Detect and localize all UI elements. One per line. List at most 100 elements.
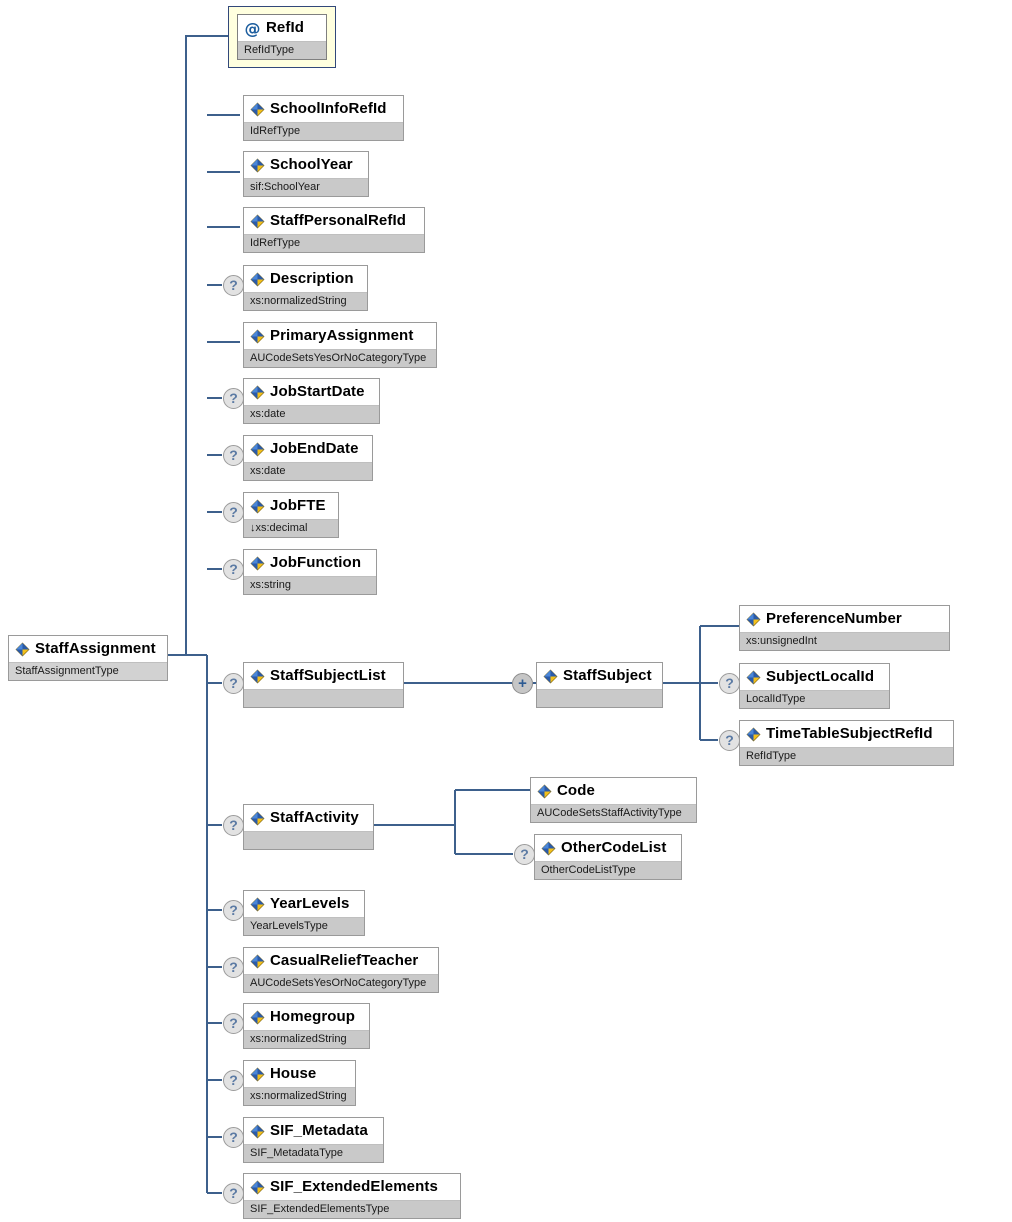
optional-marker-othercodelist[interactable]: ? bbox=[514, 844, 535, 865]
node-sif-extendedelements[interactable]: SIF_ExtendedElements SIF_ExtendedElement… bbox=[243, 1173, 461, 1219]
node-type bbox=[244, 831, 373, 849]
node-type: ↓xs:decimal bbox=[244, 519, 338, 537]
node-label: OtherCodeList bbox=[561, 839, 667, 856]
node-name-row: JobStartDate bbox=[244, 379, 379, 405]
optional-marker-jobfunction[interactable]: ? bbox=[223, 559, 244, 580]
element-icon bbox=[541, 841, 556, 856]
element-icon bbox=[15, 642, 30, 657]
optional-marker-description[interactable]: ? bbox=[223, 275, 244, 296]
node-type: xs:normalizedString bbox=[244, 292, 367, 310]
node-label: PreferenceNumber bbox=[766, 610, 902, 627]
node-label: Code bbox=[557, 782, 595, 799]
optional-marker-homegroup[interactable]: ? bbox=[223, 1013, 244, 1034]
element-icon bbox=[537, 784, 552, 799]
node-type: RefIdType bbox=[740, 747, 953, 765]
node-jobenddate[interactable]: JobEndDate xs:date bbox=[243, 435, 373, 481]
node-type: RefIdType bbox=[238, 41, 326, 59]
optional-marker-subjectlocalid[interactable]: ? bbox=[719, 673, 740, 694]
optional-marker-jobenddate[interactable]: ? bbox=[223, 445, 244, 466]
attribute-icon: @ bbox=[244, 18, 261, 38]
expander-staffsubject[interactable]: + bbox=[512, 673, 533, 694]
node-type: xs:normalizedString bbox=[244, 1087, 355, 1105]
node-name-row: Code bbox=[531, 778, 696, 804]
node-label: SchoolYear bbox=[270, 156, 353, 173]
optional-marker-house[interactable]: ? bbox=[223, 1070, 244, 1091]
node-casualreliefteacher[interactable]: CasualReliefTeacher AUCodeSetsYesOrNoCat… bbox=[243, 947, 439, 993]
node-jobstartdate[interactable]: JobStartDate xs:date bbox=[243, 378, 380, 424]
node-staffsubjectlist[interactable]: StaffSubjectList bbox=[243, 662, 404, 708]
node-subjectlocalid[interactable]: SubjectLocalId LocalIdType bbox=[739, 663, 890, 709]
node-schoolinforefid[interactable]: SchoolInfoRefId IdRefType bbox=[243, 95, 404, 141]
node-type: IdRefType bbox=[244, 234, 424, 252]
node-type: OtherCodeListType bbox=[535, 861, 681, 879]
node-type: SIF_ExtendedElementsType bbox=[244, 1200, 460, 1218]
node-label: YearLevels bbox=[270, 895, 350, 912]
optional-marker-timetablesubjectrefid[interactable]: ? bbox=[719, 730, 740, 751]
node-sif-metadata[interactable]: SIF_Metadata SIF_MetadataType bbox=[243, 1117, 384, 1163]
node-type: xs:date bbox=[244, 462, 372, 480]
node-name-row: House bbox=[244, 1061, 355, 1087]
element-icon bbox=[250, 385, 265, 400]
node-type: AUCodeSetsYesOrNoCategoryType bbox=[244, 349, 436, 367]
node-name-row: JobFTE bbox=[244, 493, 338, 519]
node-type: AUCodeSetsYesOrNoCategoryType bbox=[244, 974, 438, 992]
node-name-row: JobFunction bbox=[244, 550, 376, 576]
node-house[interactable]: House xs:normalizedString bbox=[243, 1060, 356, 1106]
node-label: Description bbox=[270, 270, 354, 287]
node-staffactivity[interactable]: StaffActivity bbox=[243, 804, 374, 850]
node-name-row: OtherCodeList bbox=[535, 835, 681, 861]
node-label: StaffAssignment bbox=[35, 640, 156, 657]
element-icon bbox=[250, 329, 265, 344]
optional-marker-jobfte[interactable]: ? bbox=[223, 502, 244, 523]
node-label: Homegroup bbox=[270, 1008, 356, 1025]
node-yearlevels[interactable]: YearLevels YearLevelsType bbox=[243, 890, 365, 936]
node-primaryassignment[interactable]: PrimaryAssignment AUCodeSetsYesOrNoCateg… bbox=[243, 322, 437, 368]
optional-marker-casualreliefteacher[interactable]: ? bbox=[223, 957, 244, 978]
node-type: LocalIdType bbox=[740, 690, 889, 708]
optional-marker-staffactivity[interactable]: ? bbox=[223, 815, 244, 836]
node-code[interactable]: Code AUCodeSetsStaffActivityType bbox=[530, 777, 697, 823]
node-name-row: PrimaryAssignment bbox=[244, 323, 436, 349]
node-name-row: SIF_Metadata bbox=[244, 1118, 383, 1144]
node-staffpersonalrefid[interactable]: StaffPersonalRefId IdRefType bbox=[243, 207, 425, 253]
node-type: SIF_MetadataType bbox=[244, 1144, 383, 1162]
node-name-row: Description bbox=[244, 266, 367, 292]
optional-marker-staffsubjectlist[interactable]: ? bbox=[223, 673, 244, 694]
node-schoolyear[interactable]: SchoolYear sif:SchoolYear bbox=[243, 151, 369, 197]
node-type: YearLevelsType bbox=[244, 917, 364, 935]
node-staff-assignment[interactable]: StaffAssignment StaffAssignmentType bbox=[8, 635, 168, 681]
node-type bbox=[244, 689, 403, 707]
optional-marker-sif-extendedelements[interactable]: ? bbox=[223, 1183, 244, 1204]
element-icon bbox=[250, 811, 265, 826]
node-timetablesubjectrefid[interactable]: TimeTableSubjectRefId RefIdType bbox=[739, 720, 954, 766]
node-label: SIF_Metadata bbox=[270, 1122, 368, 1139]
node-label: JobFTE bbox=[270, 497, 326, 514]
optional-marker-jobstartdate[interactable]: ? bbox=[223, 388, 244, 409]
node-staffsubject[interactable]: StaffSubject bbox=[536, 662, 663, 708]
element-icon bbox=[250, 499, 265, 514]
node-type: xs:normalizedString bbox=[244, 1030, 369, 1048]
node-name-row: StaffAssignment bbox=[9, 636, 167, 662]
node-type: xs:unsignedInt bbox=[740, 632, 949, 650]
node-label: StaffPersonalRefId bbox=[270, 212, 406, 229]
node-description[interactable]: Description xs:normalizedString bbox=[243, 265, 368, 311]
node-name-row: YearLevels bbox=[244, 891, 364, 917]
node-name-row: SIF_ExtendedElements bbox=[244, 1174, 460, 1200]
optional-marker-sif-metadata[interactable]: ? bbox=[223, 1127, 244, 1148]
node-jobfte[interactable]: JobFTE ↓xs:decimal bbox=[243, 492, 339, 538]
node-label: StaffActivity bbox=[270, 809, 359, 826]
element-icon bbox=[250, 1180, 265, 1195]
node-jobfunction[interactable]: JobFunction xs:string bbox=[243, 549, 377, 595]
element-icon bbox=[250, 1124, 265, 1139]
element-icon bbox=[746, 727, 761, 742]
node-type: IdRefType bbox=[244, 122, 403, 140]
node-preferencenumber[interactable]: PreferenceNumber xs:unsignedInt bbox=[739, 605, 950, 651]
node-homegroup[interactable]: Homegroup xs:normalizedString bbox=[243, 1003, 370, 1049]
node-refid-attribute[interactable]: @ RefId RefIdType bbox=[228, 6, 336, 68]
node-label: TimeTableSubjectRefId bbox=[766, 725, 933, 742]
element-icon bbox=[250, 1010, 265, 1025]
node-othercodelist[interactable]: OtherCodeList OtherCodeListType bbox=[534, 834, 682, 880]
optional-marker-yearlevels[interactable]: ? bbox=[223, 900, 244, 921]
element-icon bbox=[250, 158, 265, 173]
